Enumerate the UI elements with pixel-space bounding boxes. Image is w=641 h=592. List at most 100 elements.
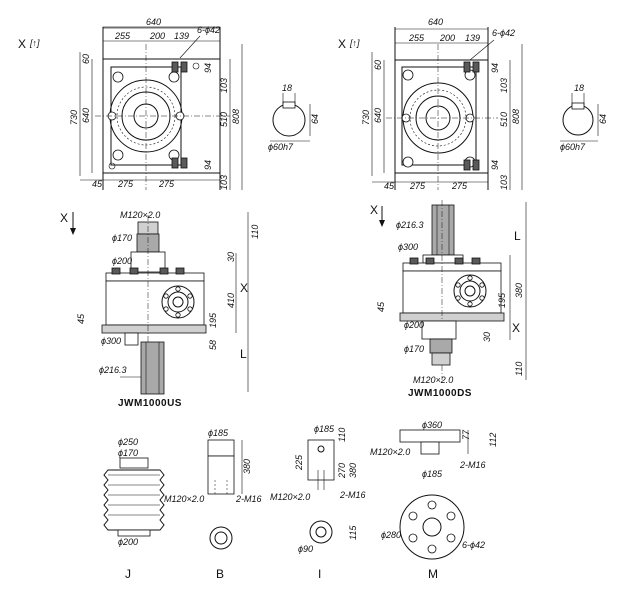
label-m: M [428,567,438,581]
dim-m16-i: 2-M16 [339,490,366,500]
dim-d200-j: ϕ200 [118,537,138,547]
dim-d280-m: ϕ280 [381,530,401,540]
dim-110-ds: 110 [514,362,524,376]
dim-275b-right: 275 [451,181,468,191]
dim-holes-right: 6-ϕ42 [492,28,515,38]
dim-d200-us: ϕ200 [112,256,132,266]
dim-195-ds: 195 [497,292,507,308]
dim-d90-i: ϕ90 [298,544,313,554]
dim-thread-b: M120×2.0 [164,494,204,504]
dim-640-left: 640 [146,17,161,27]
dim-60-left: 60 [81,54,91,64]
side-view-ds: X ϕ216.3 ϕ300 ϕ200 ϕ170 M120×2.0 L 380 1… [370,200,527,399]
dim-d185-i: ϕ185 [314,424,335,434]
model-jwm1000ds: JWM1000DS [408,388,472,399]
dim-380-i: 380 [348,463,358,478]
dim-58-us: 58 [208,340,218,350]
dim-115-i: 115 [348,525,358,540]
arrow-x-right: X [370,203,378,217]
dim-d300-us: ϕ300 [101,336,121,346]
dim-x-ds: X [512,321,520,335]
dim-key18-right: 18 [574,83,584,93]
dim-d2163-us: ϕ216.3 [99,365,127,375]
dim-103-top-right: 103 [499,78,509,93]
dim-45-us: 45 [76,313,86,324]
svg-text:[↑]: [↑] [349,38,360,48]
dim-d300-ds: ϕ300 [398,242,418,252]
label-i: I [318,567,321,581]
dim-510-left: 510 [219,112,229,127]
dim-640v-right: 640 [373,108,383,123]
dim-l-us: L [240,347,247,361]
dim-730-right: 730 [361,110,371,125]
dim-275a-right: 275 [409,181,426,191]
dim-808-left: 808 [231,109,241,124]
dim-45-ds: 45 [376,301,386,312]
view-label-x-left: X [18,37,26,51]
dim-30-us: 30 [226,252,236,262]
dim-380-b: 380 [242,459,252,474]
dim-m16-b: 2-M16 [235,494,262,504]
dim-139-left: 139 [174,31,189,41]
dim-l-ds: L [514,229,521,243]
dim-thread-us: M120×2.0 [120,210,160,220]
dim-410-us: 410 [226,293,236,308]
dim-380-ds: 380 [514,283,524,298]
svg-text:[↑]: [↑] [29,38,40,48]
label-j: J [125,567,131,581]
dim-139-right: 139 [465,33,480,43]
dim-thread-m: M120×2.0 [370,447,410,457]
dim-110-us: 110 [250,225,260,239]
dim-103-bottom-right: 103 [499,175,509,190]
dim-255-right: 255 [408,33,425,43]
dim-d360-m: ϕ360 [422,420,442,430]
accessory-m: ϕ360 77 112 M120×2.0 2-M16 ϕ185 ϕ280 6-ϕ… [370,420,498,581]
key-section-left: 18 64 ϕ60h7 [268,83,320,152]
accessory-i: ϕ185 110 225 270 380 M120×2.0 2-M16 115 … [270,424,366,581]
dim-m16-m: 2-M16 [459,460,486,470]
dim-d185-b: ϕ185 [208,428,229,438]
dim-77-m: 77 [461,429,471,440]
dim-270-i: 270 [337,463,347,479]
dim-103-bottom-left: 103 [219,175,229,190]
dim-510-right: 510 [499,112,509,127]
dim-94-top-right: 94 [490,63,500,73]
arrow-x-left: X [60,211,68,225]
accessory-j: ϕ250 ϕ170 ϕ200 J [103,437,165,581]
dim-110-i: 110 [337,428,347,442]
model-jwm1000us: JWM1000US [118,398,182,409]
dim-255-left: 255 [114,31,131,41]
dim-shaft60-right: ϕ60h7 [560,142,586,152]
plan-view-left: X [↑] 640 255 200 139 6-ϕ42 730 640 60 [18,17,243,190]
dim-200-right: 200 [439,33,455,43]
dim-103-top-left: 103 [219,78,229,93]
dim-94-top-left: 94 [203,63,213,73]
dim-45-right: 45 [384,181,395,191]
dim-808-right: 808 [511,109,521,124]
dim-key18-left: 18 [282,83,292,93]
dim-thread-ds: M120×2.0 [413,375,453,385]
dim-d185-m: ϕ185 [422,469,443,479]
dim-45-left: 45 [92,179,103,189]
dim-d170-j: ϕ170 [118,448,138,458]
dim-200-left: 200 [149,31,165,41]
dim-640v-left: 640 [81,108,91,123]
label-b: B [216,567,224,581]
dim-275b-left: 275 [158,179,175,189]
dim-275a-left: 275 [117,179,134,189]
key-section-right: 18 64 ϕ60h7 [560,83,608,152]
dim-holes-m: 6-ϕ42 [462,540,485,550]
dim-30-ds: 30 [482,332,492,342]
accessory-b: ϕ185 380 M120×2.0 2-M16 B [164,428,262,581]
plan-view-right: X [↑] 640 255 200 139 6-ϕ42 730 640 60 9… [338,17,523,191]
dim-thread-i: M120×2.0 [270,492,310,502]
dim-d170-us: ϕ170 [112,233,132,243]
dim-d2163-ds: ϕ216.3 [396,220,424,230]
dim-94-bottom-right: 94 [490,160,500,170]
dim-x-us: X [240,281,248,295]
dim-225-i: 225 [294,454,304,471]
dim-640-right: 640 [428,17,443,27]
dim-holes-left: 6-ϕ42 [197,25,220,35]
dim-195-us: 195 [208,312,218,328]
